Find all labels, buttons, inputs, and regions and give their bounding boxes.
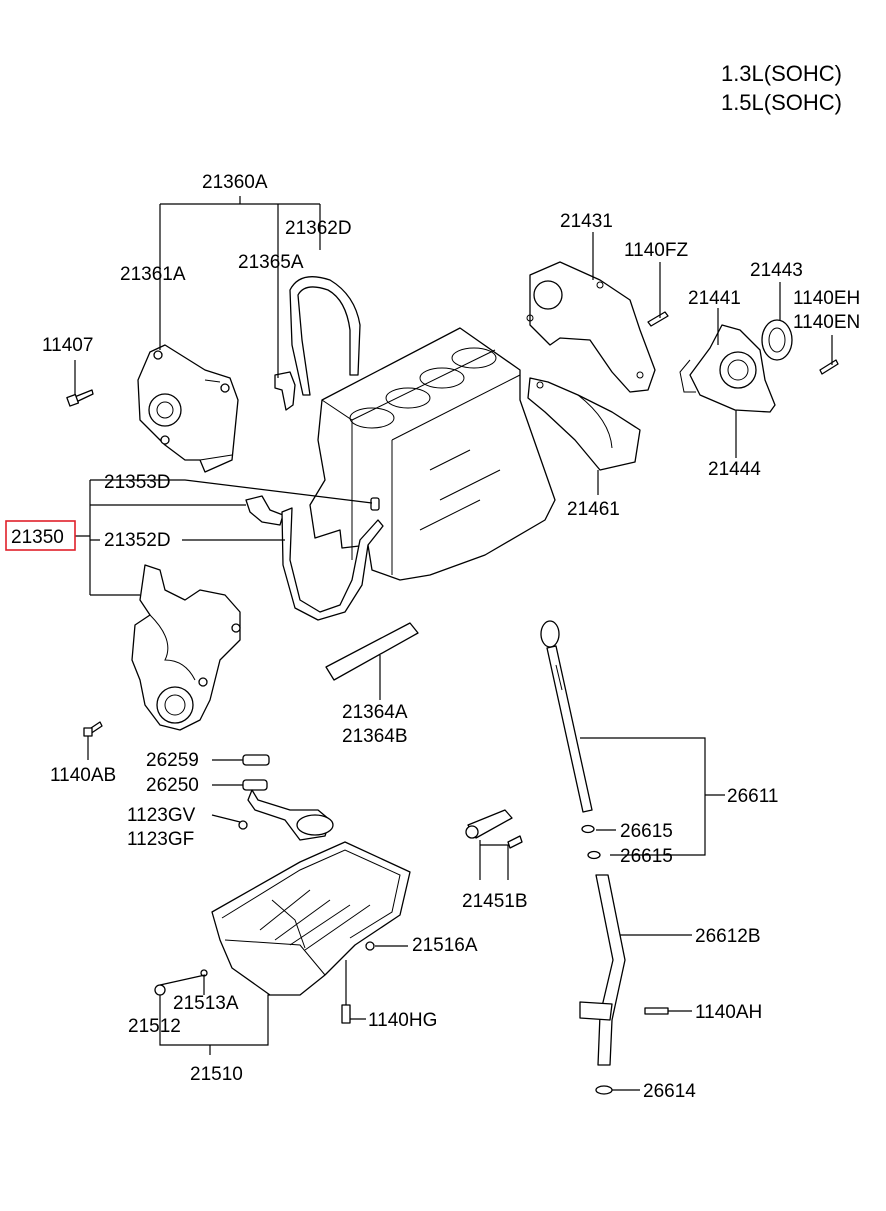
lower-cover-gasket-small[interactable] (245, 495, 284, 526)
label-1140HG[interactable]: 1140HG (368, 1010, 437, 1031)
lower-cover-gasket[interactable] (281, 507, 384, 621)
o-ring-26615-a[interactable] (581, 824, 595, 834)
cover-gasket-small[interactable] (274, 371, 296, 411)
label-21513A[interactable]: 21513A (173, 993, 239, 1014)
label-26615-b[interactable]: 26615 (620, 846, 673, 867)
label-21365A[interactable]: 21365A (238, 252, 304, 273)
bolt-1140HG[interactable] (341, 1004, 351, 1024)
label-21364A[interactable]: 21364A (342, 702, 408, 723)
oil-pan[interactable] (211, 841, 411, 996)
label-26611[interactable]: 26611 (727, 786, 778, 807)
engine-spec-1: 1.3L(SOHC) (721, 61, 842, 86)
flywheel-cover[interactable] (527, 377, 641, 471)
label-26614[interactable]: 26614 (643, 1081, 696, 1102)
leader-lines (74, 196, 833, 1091)
bolt-11407[interactable] (66, 389, 94, 407)
label-21361A[interactable]: 21361A (120, 264, 186, 285)
label-21352D[interactable]: 21352D (104, 530, 171, 551)
label-21362D[interactable]: 21362D (285, 218, 352, 239)
bolt-1140AH[interactable] (644, 1007, 669, 1015)
label-1140FZ[interactable]: 1140FZ (624, 240, 688, 261)
label-1140AB[interactable]: 1140AB (50, 765, 116, 786)
label-21516A[interactable]: 21516A (412, 935, 478, 956)
seal-case[interactable] (679, 324, 776, 413)
label-21443[interactable]: 21443 (750, 260, 803, 281)
label-1140AH[interactable]: 1140AH (695, 1002, 762, 1023)
label-21364B[interactable]: 21364B (342, 726, 408, 747)
lower-timing-cover[interactable] (131, 564, 241, 731)
o-ring-26615-b[interactable] (587, 850, 601, 860)
label-21353D[interactable]: 21353D (104, 472, 171, 493)
highlight-box-21350 (5, 520, 76, 551)
label-26612B[interactable]: 26612B (695, 926, 761, 947)
bolt-1140EH[interactable] (819, 359, 839, 375)
bolt-1123GV[interactable] (238, 820, 248, 830)
label-21441[interactable]: 21441 (688, 288, 741, 309)
label-1123GF[interactable]: 1123GF (127, 829, 194, 850)
label-26615-a[interactable]: 26615 (620, 821, 673, 842)
oil-seal[interactable] (761, 319, 793, 361)
label-11407[interactable]: 11407 (42, 335, 93, 356)
bolt-1140AB[interactable] (83, 721, 103, 737)
label-21444[interactable]: 21444 (708, 459, 761, 480)
dipstick[interactable] (540, 620, 593, 813)
bolt-21516A[interactable] (365, 941, 375, 951)
drain-plug-21512[interactable] (154, 984, 166, 996)
sensor-21451B[interactable] (465, 809, 523, 849)
label-21461[interactable]: 21461 (567, 499, 620, 520)
label-21431[interactable]: 21431 (560, 211, 613, 232)
label-21360A[interactable]: 21360A (202, 172, 268, 193)
engine-block[interactable] (309, 327, 556, 581)
label-1140EN[interactable]: 1140EN (793, 312, 860, 333)
label-21350[interactable]: 21350 (11, 527, 64, 548)
part-labels: 21360A 21362D 21365A 21361A 11407 21431 … (5, 172, 860, 1102)
rear-plate[interactable] (526, 261, 656, 393)
label-1123GV[interactable]: 1123GV (127, 805, 196, 826)
label-21512[interactable]: 21512 (128, 1016, 181, 1037)
label-26259[interactable]: 26259 (146, 750, 199, 771)
bolt-1140FZ[interactable] (647, 311, 669, 327)
label-21451B[interactable]: 21451B (462, 891, 528, 912)
oil-screen[interactable] (242, 754, 334, 841)
o-ring-26614[interactable] (595, 1085, 613, 1095)
upper-cover-gasket[interactable] (289, 276, 361, 396)
label-26250[interactable]: 26250 (146, 775, 199, 796)
key-strip[interactable] (325, 622, 419, 681)
label-1140EH[interactable]: 1140EH (793, 288, 860, 309)
label-21510[interactable]: 21510 (190, 1064, 243, 1085)
upper-timing-cover[interactable] (137, 344, 239, 473)
dipstick-guide-tube[interactable] (579, 874, 626, 1066)
engine-spec-2: 1.5L(SOHC) (721, 90, 842, 115)
